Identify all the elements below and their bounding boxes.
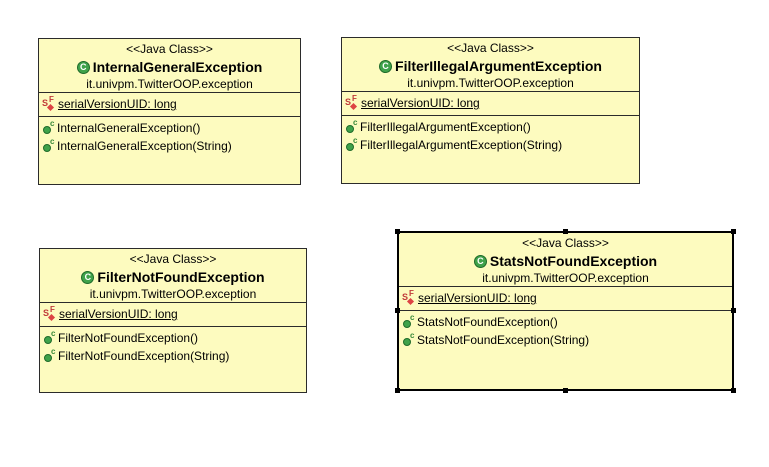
package-label: it.univpm.TwitterOOP.exception — [86, 77, 253, 91]
stereotype-label: <<Java Class>> — [522, 236, 609, 250]
class-name: C StatsNotFoundException — [473, 252, 658, 271]
resize-handle-top-left[interactable] — [395, 229, 400, 234]
resize-handle-middle-left[interactable] — [395, 308, 400, 313]
class-name: C FilterNotFoundException — [81, 268, 265, 287]
constructor-icon: c — [345, 136, 358, 152]
class-name-text: StatsNotFoundException — [489, 253, 658, 269]
class-name-text: InternalGeneralException — [92, 59, 263, 75]
constructor-icon: c — [43, 329, 56, 345]
method-row[interactable]: c StatsNotFoundException() — [402, 313, 732, 331]
method-text: InternalGeneralException() — [57, 121, 201, 135]
constructor-icon: c — [402, 313, 415, 329]
method-text: InternalGeneralException(String) — [57, 139, 232, 153]
method-row[interactable]: c StatsNotFoundException(String) — [402, 331, 732, 349]
method-text: FilterNotFoundException(String) — [58, 349, 230, 363]
field-text: serialVersionUID: long — [361, 96, 480, 110]
class-name-text: FilterNotFoundException — [97, 269, 265, 285]
resize-handle-top-middle[interactable] — [563, 229, 568, 234]
resize-handle-middle-right[interactable] — [731, 308, 736, 313]
resize-handle-bottom-right[interactable] — [731, 388, 736, 393]
constructor-icon: c — [402, 331, 415, 347]
method-row[interactable]: c InternalGeneralException(String) — [42, 137, 300, 155]
class-name-text: FilterIllegalArgumentException — [395, 58, 602, 74]
package-label: it.univpm.TwitterOOP.exception — [407, 76, 574, 90]
method-row[interactable]: c FilterNotFoundException() — [43, 329, 306, 347]
methods-compartment: c FilterIllegalArgumentException() c Fil… — [342, 115, 639, 157]
method-text: StatsNotFoundException() — [417, 315, 558, 329]
class-box-filter-illegal-argument-exception[interactable]: <<Java Class>> C FilterIllegalArgumentEx… — [341, 37, 640, 184]
class-header: <<Java Class>> C InternalGeneralExceptio… — [39, 39, 300, 92]
methods-compartment: c InternalGeneralException() c InternalG… — [39, 116, 300, 158]
class-icon: C — [76, 61, 90, 74]
method-row[interactable]: c InternalGeneralException() — [42, 119, 300, 137]
field-text: serialVersionUID: long — [58, 97, 177, 111]
class-name: C InternalGeneralException — [76, 58, 263, 77]
method-text: FilterIllegalArgumentException(String) — [360, 138, 563, 152]
method-row[interactable]: c FilterIllegalArgumentException() — [345, 118, 639, 136]
package-label: it.univpm.TwitterOOP.exception — [89, 287, 257, 301]
resize-handle-bottom-left[interactable] — [395, 388, 400, 393]
class-icon: C — [81, 271, 95, 284]
constructor-icon: c — [42, 119, 55, 135]
class-box-filter-not-found-exception[interactable]: <<Java Class>> C FilterNotFoundException… — [39, 248, 307, 393]
field-text: serialVersionUID: long — [59, 307, 178, 321]
field-text: serialVersionUID: long — [418, 291, 537, 305]
methods-compartment: c StatsNotFoundException() c StatsNotFou… — [399, 310, 732, 352]
class-name: C FilterIllegalArgumentException — [379, 57, 602, 76]
stereotype-label: <<Java Class>> — [126, 42, 213, 56]
method-row[interactable]: c FilterNotFoundException(String) — [43, 347, 306, 365]
constructor-icon: c — [43, 347, 56, 363]
method-text: FilterNotFoundException() — [58, 331, 199, 345]
class-icon: C — [379, 60, 393, 73]
method-text: FilterIllegalArgumentException() — [360, 120, 531, 134]
class-box-internal-general-exception[interactable]: <<Java Class>> C InternalGeneralExceptio… — [38, 38, 301, 185]
class-header: <<Java Class>> C StatsNotFoundException … — [399, 233, 732, 286]
class-box-stats-not-found-exception[interactable]: <<Java Class>> C StatsNotFoundException … — [397, 231, 734, 391]
constructor-icon: c — [42, 137, 55, 153]
class-icon: C — [473, 255, 487, 268]
stereotype-label: <<Java Class>> — [129, 252, 217, 266]
method-text: StatsNotFoundException(String) — [417, 333, 590, 347]
stereotype-label: <<Java Class>> — [447, 41, 534, 55]
resize-handle-bottom-middle[interactable] — [563, 388, 568, 393]
class-header: <<Java Class>> C FilterIllegalArgumentEx… — [342, 38, 639, 91]
package-label: it.univpm.TwitterOOP.exception — [482, 271, 649, 285]
resize-handle-top-right[interactable] — [731, 229, 736, 234]
class-header: <<Java Class>> C FilterNotFoundException… — [40, 249, 306, 302]
method-row[interactable]: c FilterIllegalArgumentException(String) — [345, 136, 639, 154]
methods-compartment: c FilterNotFoundException() c FilterNotF… — [40, 326, 306, 368]
constructor-icon: c — [345, 118, 358, 134]
